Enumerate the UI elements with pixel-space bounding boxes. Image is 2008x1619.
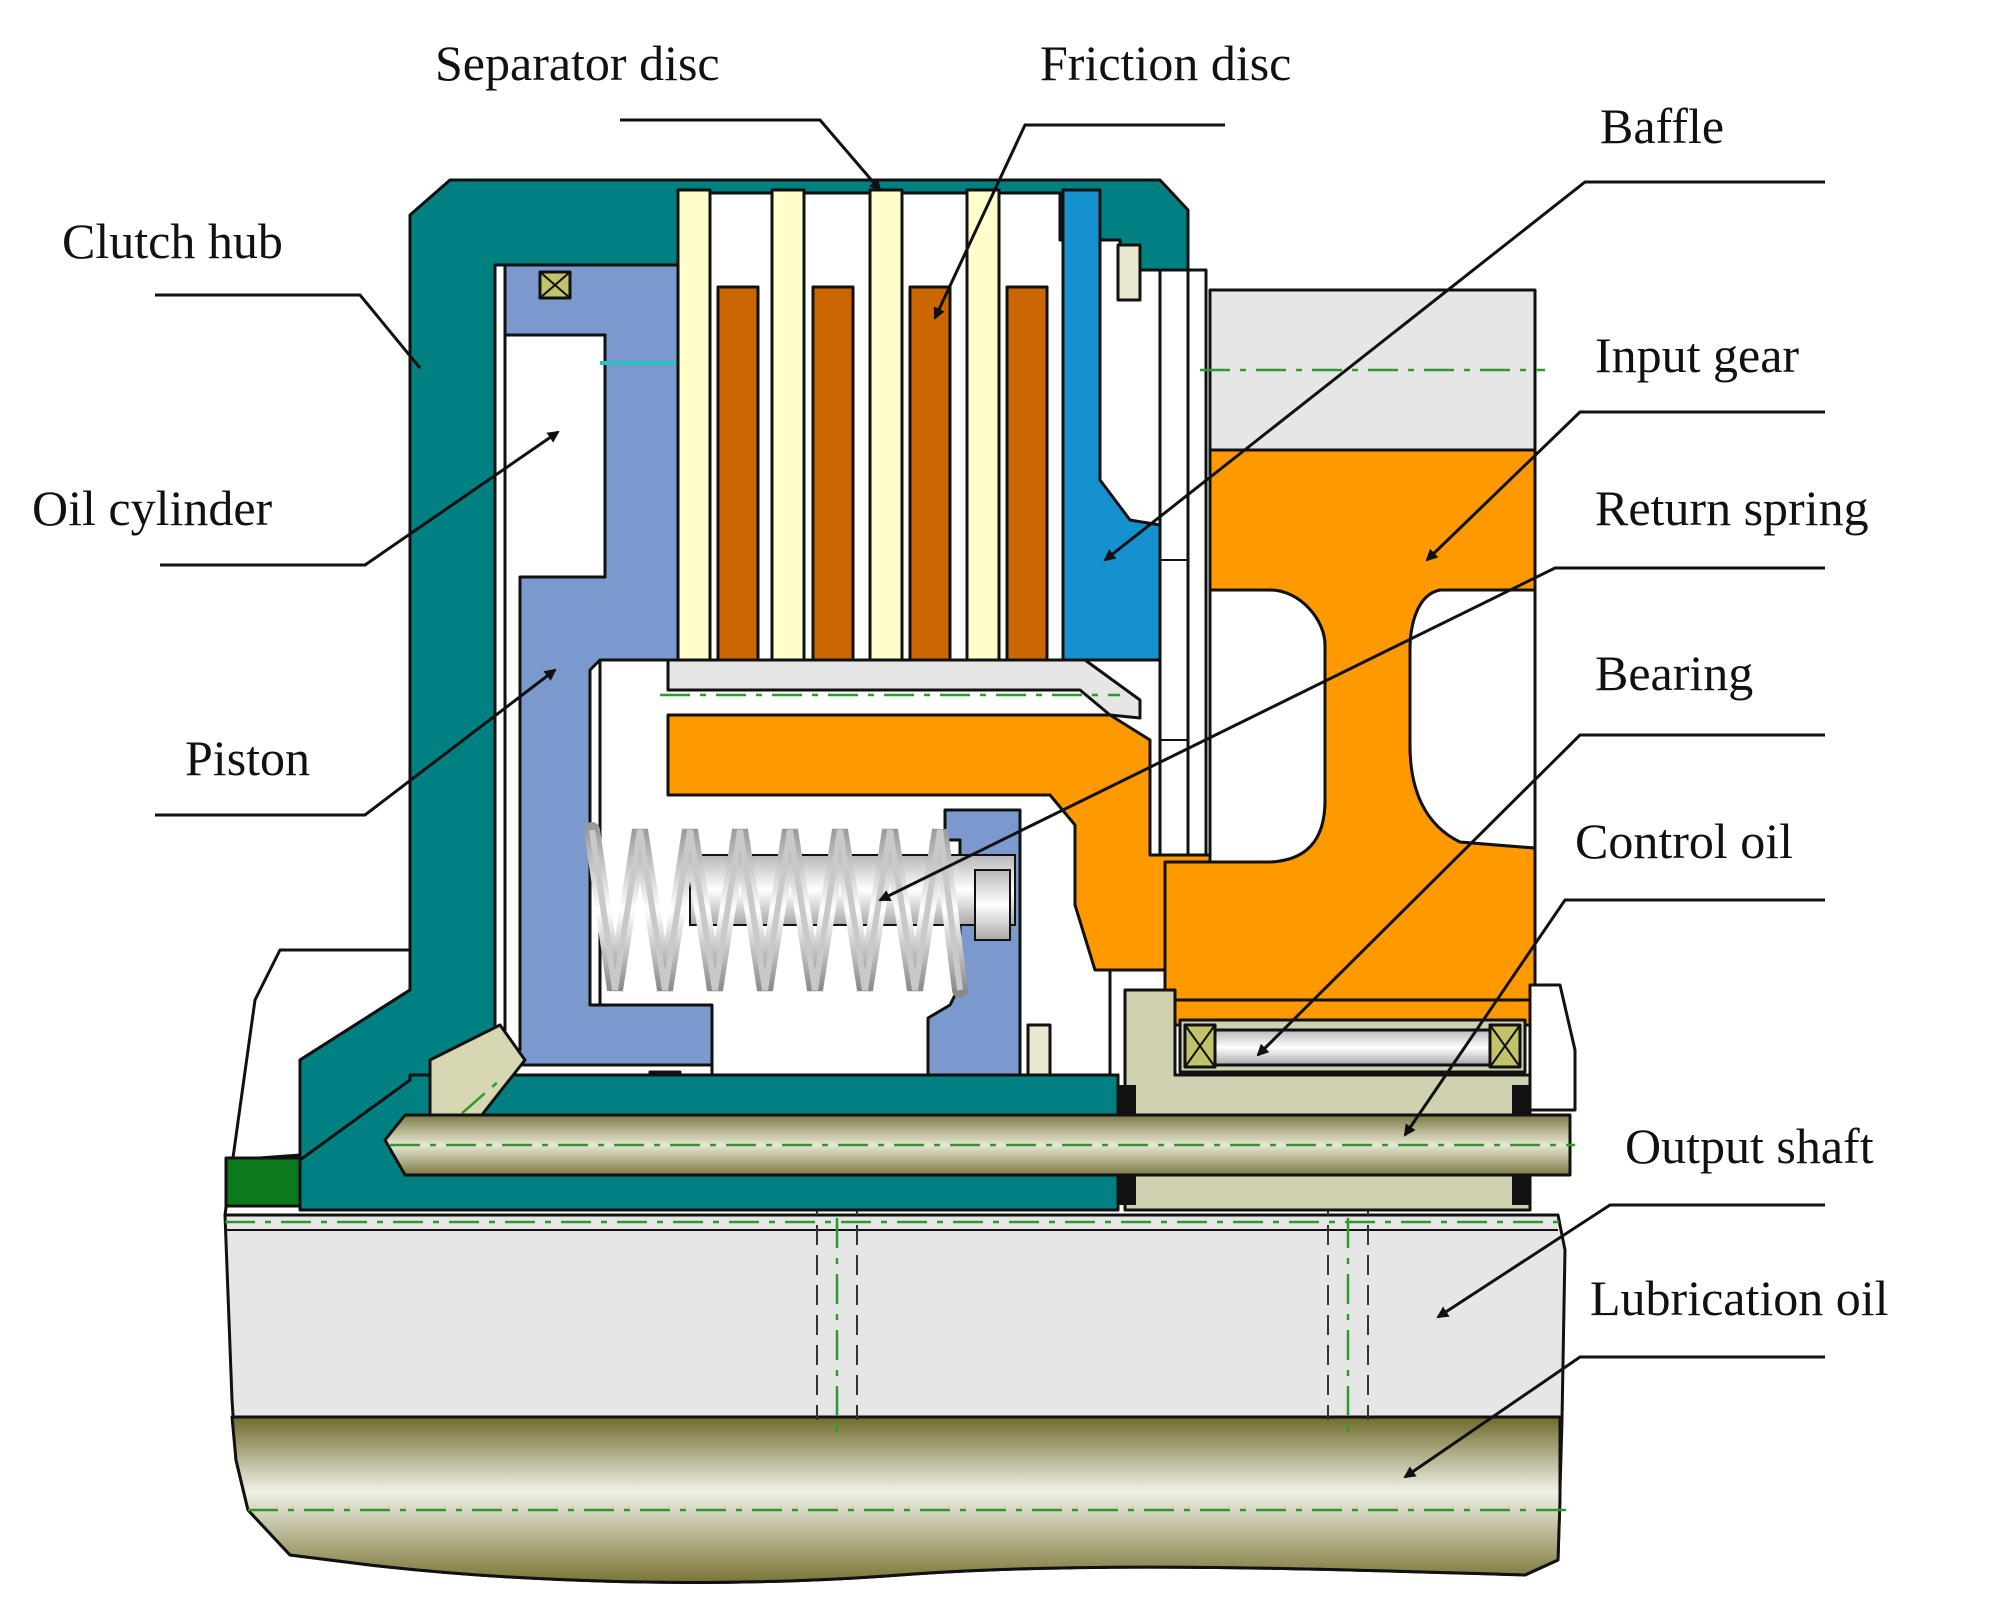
label-separator-disc: Separator disc <box>435 35 720 91</box>
bearing-rollers <box>1213 1028 1492 1067</box>
label-clutch-hub: Clutch hub <box>62 213 283 269</box>
leader-lines <box>155 118 1825 1479</box>
separator-disc-4 <box>965 188 1001 707</box>
friction-disc-3 <box>908 285 952 669</box>
label-piston: Piston <box>185 730 310 786</box>
input-gear-web-cutout-lower <box>1408 588 1537 850</box>
return-spring-assembly <box>584 808 1052 1082</box>
friction-disc-1 <box>716 285 760 669</box>
label-friction-disc: Friction disc <box>1040 35 1291 91</box>
input-gear <box>1163 288 1545 1002</box>
friction-disc-2 <box>811 285 855 669</box>
friction-disc-4 <box>1005 285 1049 669</box>
shaft-key <box>224 1156 304 1208</box>
input-gear-web-cutout-upper <box>1208 588 1327 864</box>
lubrication-oil-bore <box>230 1415 1562 1584</box>
label-baffle: Baffle <box>1600 98 1724 154</box>
label-output-shaft: Output shaft <box>1625 1118 1874 1174</box>
separator-disc-3 <box>868 188 904 707</box>
label-oil-cylinder: Oil cylinder <box>32 480 273 536</box>
snap-ring <box>1026 1023 1052 1082</box>
label-bearing: Bearing <box>1595 645 1753 701</box>
baffle-stop <box>1116 243 1142 302</box>
label-control-oil: Control oil <box>1575 813 1793 869</box>
output-shaft <box>223 1050 1570 1584</box>
o-ring-left <box>1118 1085 1136 1115</box>
label-return-spring: Return spring <box>1595 480 1869 536</box>
disc-pack <box>676 188 1049 707</box>
separator-disc-2 <box>770 188 806 707</box>
label-input-gear: Input gear <box>1595 327 1799 383</box>
separator-disc-1 <box>676 188 712 707</box>
inner-spacer-plates <box>1158 268 1208 877</box>
o-ring-right <box>1512 1085 1530 1115</box>
label-lubrication-oil: Lubrication oil <box>1590 1270 1889 1326</box>
labels: Separator disc Friction disc Baffle Clut… <box>32 35 1889 1326</box>
